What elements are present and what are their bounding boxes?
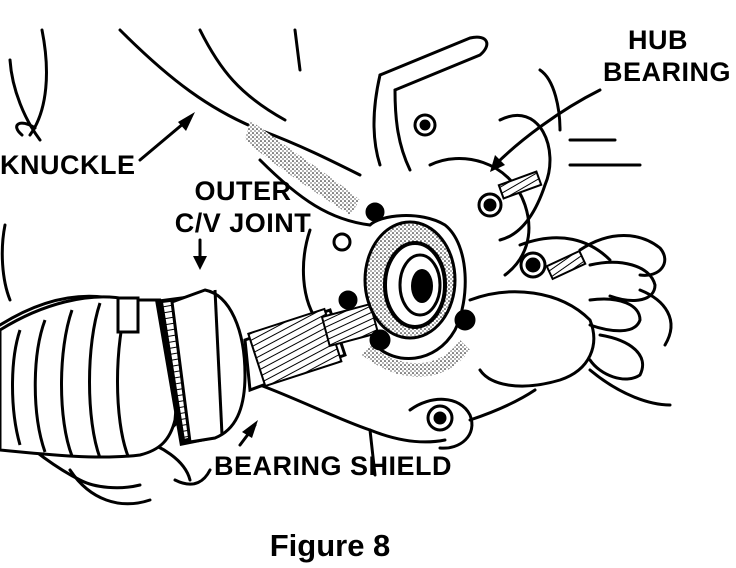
arrow-heads (178, 112, 505, 438)
knuckle-shading (245, 120, 470, 377)
hub-bearing-label-line2: BEARING (603, 57, 732, 87)
hub-studs (497, 170, 587, 281)
bearing-shield-label: BEARING SHIELD (214, 451, 453, 481)
outer-cv-joint-label-line1: OUTER (194, 176, 292, 206)
figure-caption: Figure 8 (269, 528, 391, 563)
outer-cv-joint-label-line2: C/V JOINT (174, 208, 312, 238)
hub-bearing-label: HUB BEARING (603, 24, 732, 88)
hub-bearing-bore (363, 220, 457, 340)
bolts (332, 113, 547, 432)
knuckle-label: KNUCKLE (0, 150, 136, 180)
outer-cv-joint-label: OUTER C/V JOINT (168, 175, 318, 239)
cv-boot (0, 295, 179, 459)
hub-bearing-label-line1: HUB (628, 25, 688, 55)
stub-shaft (320, 302, 380, 348)
drawing-lines (0, 28, 673, 506)
outer-cv-joint (170, 288, 347, 444)
